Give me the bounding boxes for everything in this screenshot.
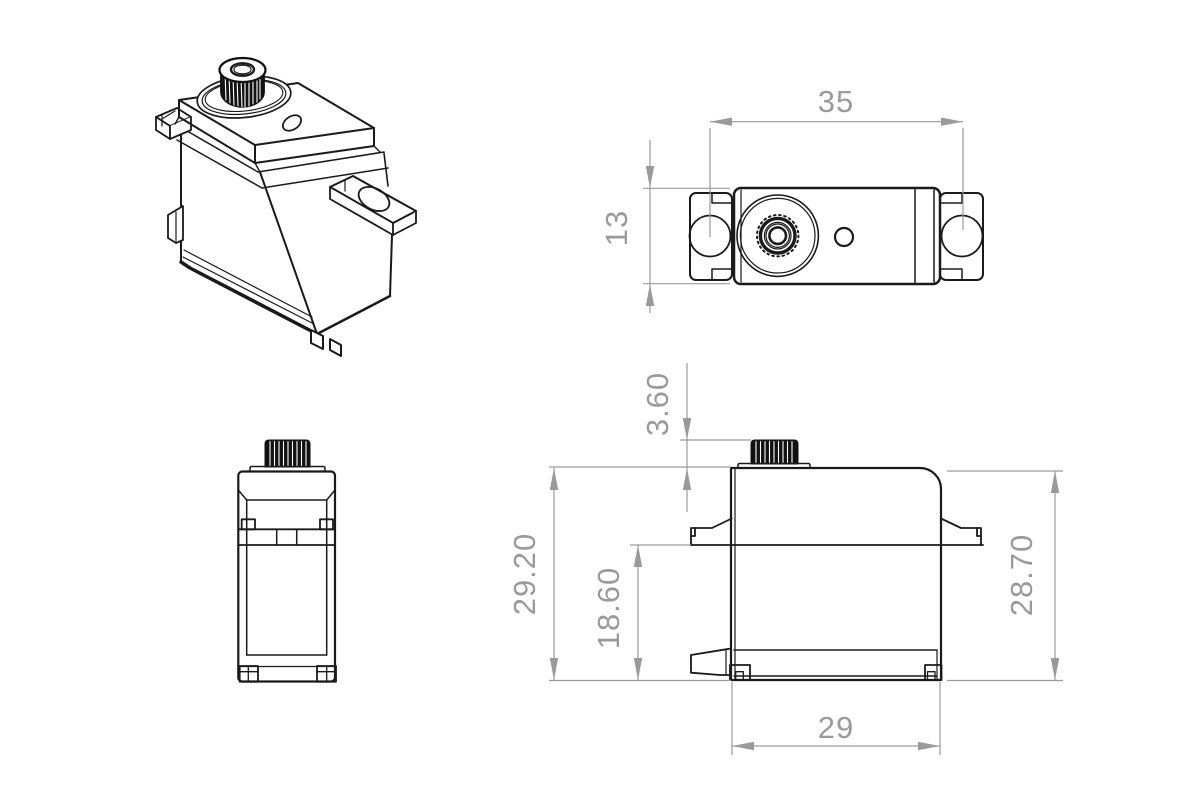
side-right-tab bbox=[940, 517, 982, 546]
top-spline bbox=[736, 194, 820, 278]
dim-spline-height: 3.60 bbox=[640, 372, 675, 436]
top-case-outline bbox=[732, 186, 942, 286]
front-spline-shaft bbox=[264, 439, 311, 468]
dim-total-height: 29.20 bbox=[507, 533, 542, 616]
side-spline-shaft bbox=[750, 439, 799, 465]
dim-case-height: 28.70 bbox=[1004, 534, 1039, 617]
dim-mount-width: 35 bbox=[818, 84, 854, 119]
side-case-outline bbox=[729, 466, 943, 682]
dim-body-length: 29 bbox=[818, 710, 854, 745]
front-left-tab bbox=[240, 518, 256, 531]
view-front bbox=[237, 439, 337, 683]
view-top bbox=[688, 186, 984, 286]
side-cable-wedge bbox=[690, 647, 732, 676]
top-view-dimensions: 35 13 bbox=[599, 84, 964, 313]
dim-body-depth: 13 bbox=[599, 210, 634, 246]
front-feet bbox=[238, 665, 337, 683]
view-side bbox=[690, 439, 984, 682]
iso-back-tab bbox=[155, 107, 192, 140]
dim-lower-height: 18.60 bbox=[591, 567, 626, 650]
side-feet bbox=[729, 664, 943, 681]
side-left-tab bbox=[690, 517, 733, 546]
top-screw-hole bbox=[833, 226, 855, 248]
side-view-dimensions: 3.60 29.20 18.60 28.70 29 bbox=[507, 363, 1063, 755]
top-right-tab bbox=[939, 192, 984, 281]
iso-front-tab bbox=[329, 175, 417, 236]
top-left-tab bbox=[688, 192, 733, 281]
view-isometric bbox=[155, 56, 417, 357]
iso-screw-hole bbox=[281, 114, 303, 132]
front-case-outline bbox=[237, 470, 337, 683]
iso-spline-shaft bbox=[218, 56, 267, 108]
